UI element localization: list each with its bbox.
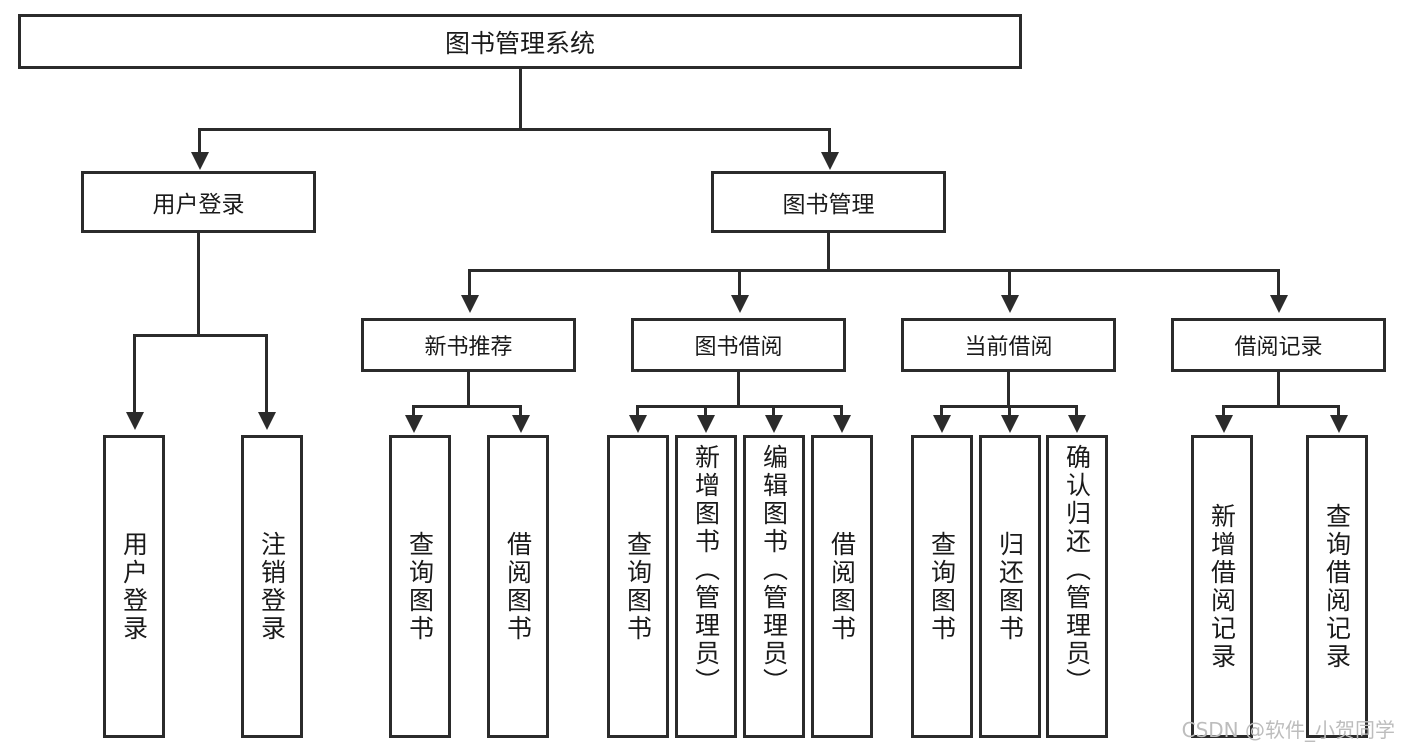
node-leaf-query-book-recommend[interactable]: 查询图书 — [389, 435, 451, 738]
node-label: 借阅记录 — [1234, 335, 1323, 360]
connector-to-leaf-confirm-return — [1075, 405, 1078, 417]
node-label: 图书借阅 — [694, 335, 783, 360]
node-leaf-query-book-borrow[interactable]: 查询图书 — [607, 435, 669, 738]
node-root-book-management-system[interactable]: 图书管理系统 — [18, 14, 1022, 69]
node-label: 借阅图书 — [827, 530, 857, 643]
node-leaf-return-book[interactable]: 归还图书 — [979, 435, 1041, 738]
node-leaf-add-book[interactable]: 新增图书（管理员） — [675, 435, 737, 738]
node-new-book-recommend[interactable]: 新书推荐 — [361, 318, 576, 372]
node-leaf-query-borrow-record[interactable]: 查询借阅记录 — [1306, 435, 1368, 738]
connector-to-leaf-query-book-1 — [412, 405, 415, 417]
arrowhead-leaf-query-book-3 — [932, 415, 951, 433]
connector-book-borrow-bus — [636, 405, 843, 408]
arrowhead-leaf-confirm-return — [1067, 415, 1086, 433]
connector-to-borrow-record — [1277, 269, 1280, 297]
node-label: 新书推荐 — [424, 335, 513, 360]
node-label: 图书管理 — [782, 192, 875, 218]
node-leaf-edit-book[interactable]: 编辑图书（管理员） — [743, 435, 805, 738]
connector-level2-bus — [198, 128, 831, 131]
connector-to-leaf-query-book-2 — [636, 405, 639, 417]
node-label: 新增图书（管理员） — [691, 444, 721, 696]
connector-to-leaf-add-record — [1222, 405, 1225, 417]
node-label: 当前借阅 — [964, 335, 1053, 360]
arrowhead-user-login — [190, 152, 209, 170]
arrowhead-leaf-query-book-2 — [628, 415, 647, 433]
node-leaf-add-borrow-record[interactable]: 新增借阅记录 — [1191, 435, 1253, 738]
arrowhead-leaf-return-book — [1000, 415, 1019, 433]
node-borrow-record[interactable]: 借阅记录 — [1171, 318, 1386, 372]
watermark-csdn: CSDN @软件_小贺同学 — [1181, 718, 1395, 742]
node-leaf-query-book-current[interactable]: 查询图书 — [911, 435, 973, 738]
connector-to-book-borrow — [738, 269, 741, 297]
connector-to-leaf-query-record — [1337, 405, 1340, 417]
node-label: 查询图书 — [405, 530, 435, 643]
connector-new-book-recommend-bus — [412, 405, 522, 408]
arrowhead-leaf-borrow-book-1 — [511, 415, 530, 433]
connector-to-leaf-return-book — [1008, 405, 1011, 417]
connector-to-user-login — [198, 128, 201, 154]
node-label: 新增借阅记录 — [1207, 502, 1237, 671]
arrowhead-leaf-borrow-book-2 — [832, 415, 851, 433]
node-book-borrow[interactable]: 图书借阅 — [631, 318, 846, 372]
connector-user-login-stem — [197, 233, 200, 334]
connector-to-current-borrow — [1008, 269, 1011, 297]
connector-to-leaf-borrow-book-1 — [519, 405, 522, 417]
node-user-login[interactable]: 用户登录 — [81, 171, 316, 233]
node-label: 编辑图书（管理员） — [759, 444, 789, 696]
node-label: 注销登录 — [257, 530, 287, 643]
arrowhead-current-borrow — [1000, 295, 1019, 313]
connector-to-leaf-borrow-book-2 — [840, 405, 843, 417]
node-label: 查询图书 — [623, 530, 653, 643]
connector-to-leaf-query-book-3 — [940, 405, 943, 417]
arrowhead-borrow-record — [1269, 295, 1288, 313]
connector-user-login-bus — [133, 334, 265, 337]
connector-book-borrow-stem — [737, 372, 740, 405]
connector-new-book-recommend-stem — [467, 372, 470, 405]
node-label: 用户登录 — [152, 192, 245, 218]
connector-to-new-book-recommend — [468, 269, 471, 297]
arrowhead-leaf-edit-book — [764, 415, 783, 433]
node-leaf-borrow-book-recommend[interactable]: 借阅图书 — [487, 435, 549, 738]
arrowhead-leaf-query-record — [1329, 415, 1348, 433]
connector-root-stem — [519, 69, 522, 128]
arrowhead-book-borrow — [730, 295, 749, 313]
arrowhead-leaf-query-book-1 — [404, 415, 423, 433]
node-book-management[interactable]: 图书管理 — [711, 171, 946, 233]
arrowhead-new-book-recommend — [460, 295, 479, 313]
node-current-borrow[interactable]: 当前借阅 — [901, 318, 1116, 372]
arrowhead-leaf-add-book — [696, 415, 715, 433]
connector-to-leaf-add-book — [704, 405, 707, 417]
connector-borrow-record-bus — [1222, 405, 1340, 408]
node-leaf-user-logout[interactable]: 注销登录 — [241, 435, 303, 738]
connector-level3-bus — [468, 269, 1280, 272]
arrowhead-leaf-user-logout — [257, 412, 276, 430]
node-label: 确认归还（管理员） — [1062, 444, 1092, 696]
node-label: 查询借阅记录 — [1322, 502, 1352, 671]
connector-to-book-management — [828, 128, 831, 154]
arrowhead-leaf-user-login — [125, 412, 144, 430]
connector-to-leaf-user-logout — [265, 334, 268, 414]
connector-current-borrow-stem — [1007, 372, 1010, 405]
node-label: 查询图书 — [927, 530, 957, 643]
arrowhead-book-management — [820, 152, 839, 170]
arrowhead-leaf-add-record — [1214, 415, 1233, 433]
connector-to-leaf-edit-book — [772, 405, 775, 417]
node-label: 借阅图书 — [503, 530, 533, 643]
node-label: 用户登录 — [119, 530, 149, 643]
node-leaf-user-login[interactable]: 用户登录 — [103, 435, 165, 738]
node-label: 图书管理系统 — [444, 28, 595, 58]
connector-to-leaf-user-login — [133, 334, 136, 414]
node-leaf-confirm-return[interactable]: 确认归还（管理员） — [1046, 435, 1108, 738]
node-label: 归还图书 — [995, 530, 1025, 643]
node-leaf-borrow-book[interactable]: 借阅图书 — [811, 435, 873, 738]
connector-book-management-stem — [827, 233, 830, 269]
connector-borrow-record-stem — [1277, 372, 1280, 405]
